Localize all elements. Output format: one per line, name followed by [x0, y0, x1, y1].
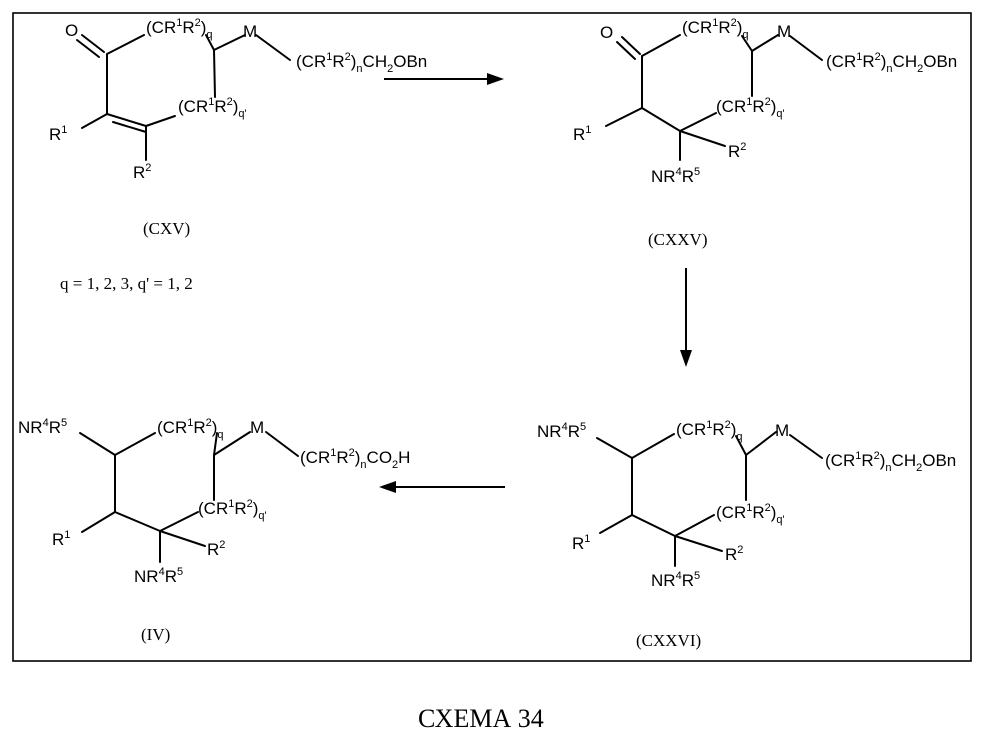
scheme-caption: СХЕМА 34	[418, 704, 544, 733]
cxxvi-linker-m: M	[775, 421, 789, 440]
cxxvi-ring-q: (CR1R2)q	[676, 419, 743, 443]
arrow-down	[680, 268, 692, 367]
compound-cxxvi: NR4R5 (CR1R2)q M (CR1R2)nCH2OBn (CR1R2)q…	[537, 419, 956, 650]
iv-amine-bottom: NR4R5	[134, 566, 183, 586]
iv-label: (IV)	[141, 625, 170, 644]
iv-amine-top: NR4R5	[18, 417, 67, 437]
cxxvi-r1: R1	[572, 533, 590, 553]
cxxv-r1: R1	[573, 124, 591, 144]
cxxv-ring-q: (CR1R2)q	[682, 17, 749, 41]
cxv-chain-obn: (CR1R2)nCH2OBn	[296, 51, 427, 75]
iv-ring-qprime: (CR1R2)q'	[198, 498, 267, 522]
cxv-r2: R2	[133, 162, 151, 182]
compound-cxv: O (CR1R2)q M (CR1R2)nCH2OBn (CR1R2)q' R1…	[49, 17, 427, 293]
cxxv-oxygen: O	[600, 23, 613, 42]
cxxv-linker-m: M	[777, 22, 791, 41]
iv-r1: R1	[52, 529, 70, 549]
cxv-r1: R1	[49, 124, 67, 144]
cxxvi-amine-top: NR4R5	[537, 421, 586, 441]
cxxv-label: (CXXV)	[648, 230, 708, 249]
iv-chain-acid: (CR1R2)nCO2H	[300, 447, 410, 471]
cxxvi-label: (CXXVI)	[636, 631, 701, 650]
cxxv-r2: R2	[728, 141, 746, 161]
cxv-label: (CXV)	[143, 219, 190, 238]
iv-linker-m: M	[250, 418, 264, 437]
condition-note: q = 1, 2, 3, q' = 1, 2	[60, 274, 193, 293]
cxv-oxygen: O	[65, 21, 78, 40]
cxv-ring-q: (CR1R2)q	[146, 17, 213, 41]
compound-iv: NR4R5 (CR1R2)q M (CR1R2)nCO2H (CR1R2)q' …	[18, 417, 410, 644]
iv-ring-q: (CR1R2)q	[157, 417, 224, 441]
iv-r2: R2	[207, 539, 225, 559]
cxxv-chain-obn: (CR1R2)nCH2OBn	[826, 51, 957, 75]
cxv-ring-qprime: (CR1R2)q'	[178, 96, 247, 120]
cxxvi-amine-bottom: NR4R5	[651, 570, 700, 590]
cxxvi-chain-obn: (CR1R2)nCH2OBn	[825, 450, 956, 474]
cxxv-ring-qprime: (CR1R2)q'	[716, 96, 785, 120]
cxxvi-r2: R2	[725, 544, 743, 564]
cxxv-amine: NR4R5	[651, 166, 700, 186]
compound-cxxv: O (CR1R2)q M (CR1R2)nCH2OBn (CR1R2)q' R1…	[573, 17, 957, 249]
arrow-right	[384, 73, 504, 85]
arrow-left	[379, 481, 505, 493]
scheme-frame	[13, 13, 971, 661]
cxv-linker-m: M	[243, 22, 257, 41]
cxxvi-ring-qprime: (CR1R2)q'	[716, 502, 785, 526]
